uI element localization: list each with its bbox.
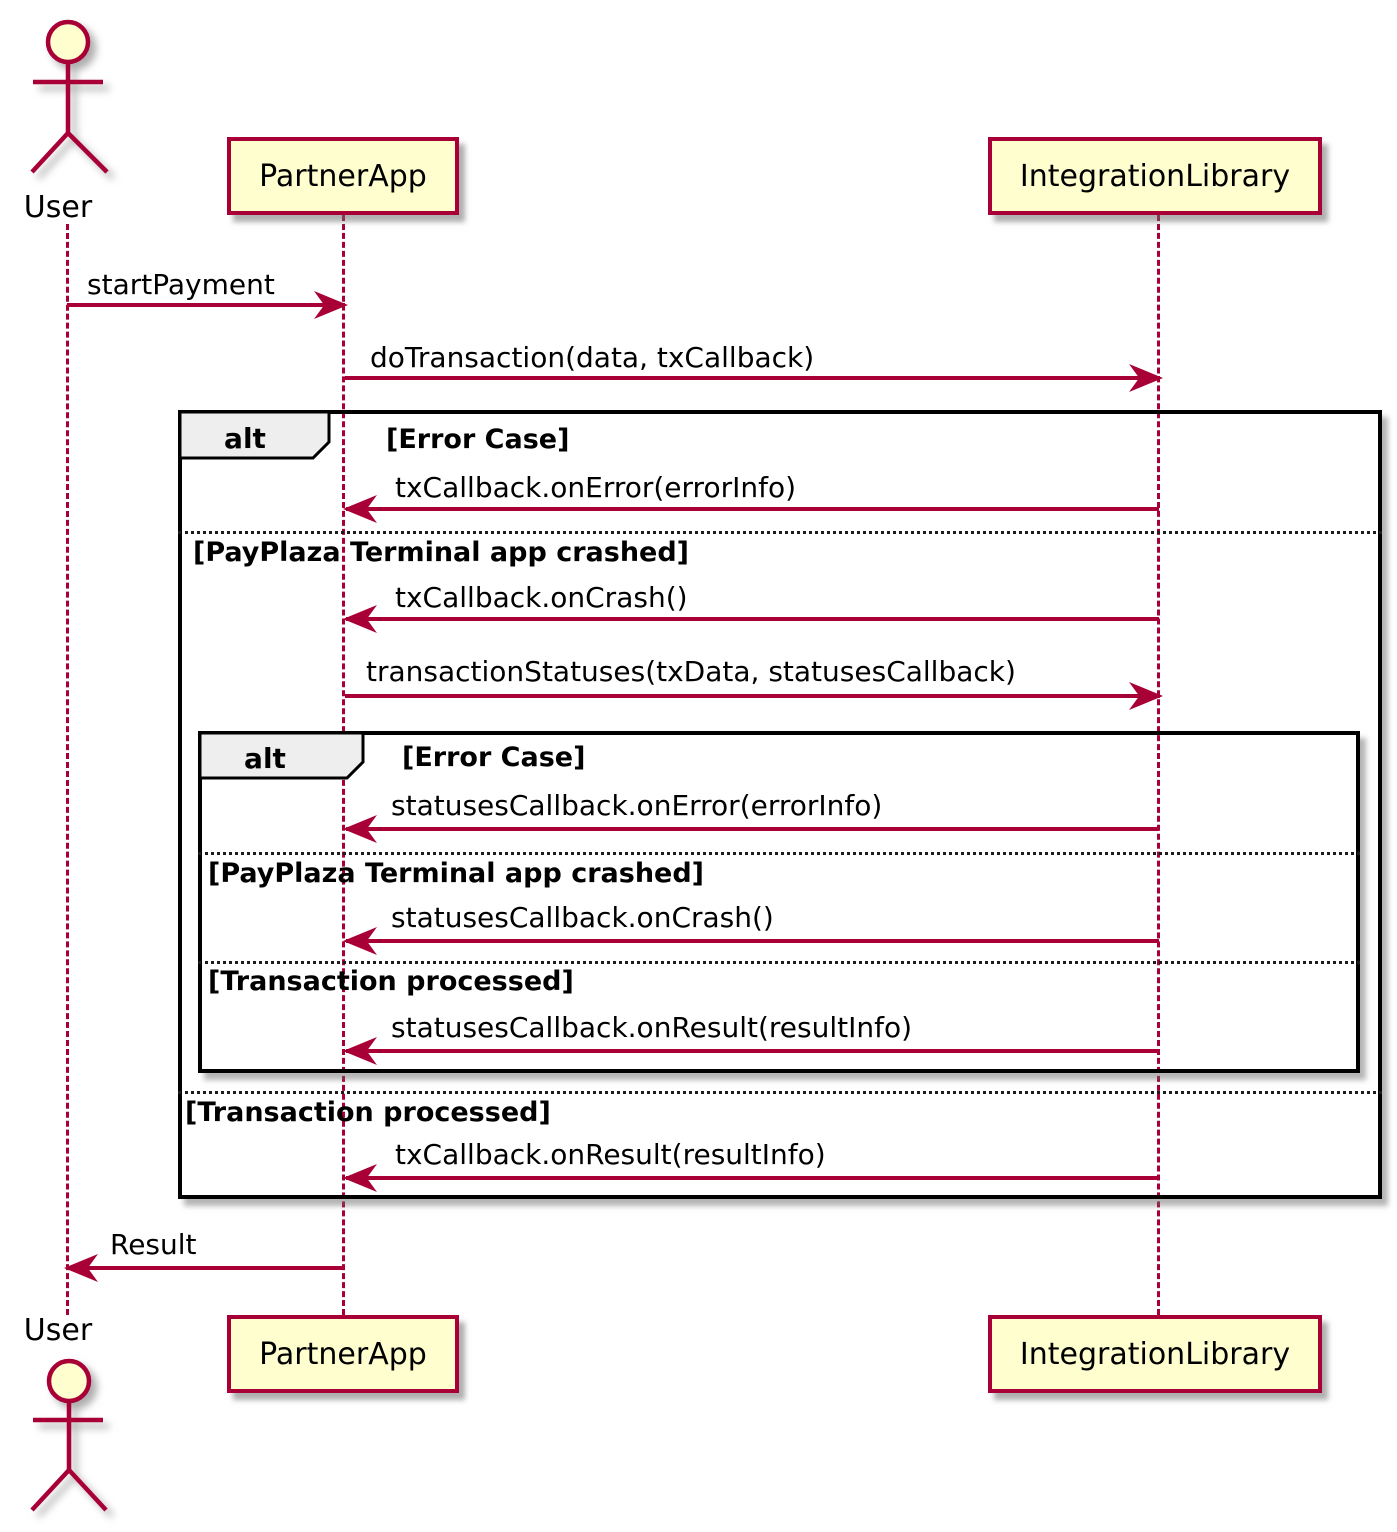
- message-arrow-statuses-oncrash: [343, 927, 1159, 955]
- message-arrow-statuses-onerror: [343, 815, 1159, 843]
- guard-inner-crashed: [PayPlaza Terminal app crashed]: [208, 858, 705, 889]
- message-arrow-transactionstatuses: [345, 682, 1163, 710]
- alt-divider-inner-1: [198, 852, 1360, 855]
- message-arrow-startpayment: [67, 291, 348, 319]
- partnerapp-box-label: PartnerApp: [259, 158, 427, 194]
- alt-operator-tab-inner: [198, 731, 365, 780]
- guard-outer-processed: [Transaction processed]: [185, 1097, 551, 1128]
- message-label-tx-onerror: txCallback.onError(errorInfo): [395, 471, 797, 504]
- message-label-startpayment: startPayment: [87, 268, 275, 301]
- message-label-dotransaction: doTransaction(data, txCallback): [370, 341, 815, 374]
- message-arrow-result: [64, 1254, 343, 1282]
- user-label-bottom: User: [23, 1313, 93, 1348]
- user-lifeline: [66, 224, 69, 1315]
- message-label-statuses-onerror: statusesCallback.onError(errorInfo): [391, 789, 883, 822]
- partnerapp-box-bottom: PartnerApp: [227, 1315, 459, 1393]
- message-label-statuses-oncrash: statusesCallback.onCrash(): [391, 901, 774, 934]
- alt-fragment-outer: [178, 410, 1382, 1199]
- message-arrow-statuses-onresult: [343, 1037, 1159, 1065]
- message-label-transactionstatuses: transactionStatuses(txData, statusesCall…: [366, 655, 1016, 688]
- guard-inner-error-case: [Error Case]: [402, 742, 586, 773]
- user-actor-icon-bottom: [30, 1358, 108, 1512]
- message-arrow-tx-onresult: [343, 1164, 1159, 1192]
- arrowhead-left-icon: [64, 1254, 98, 1282]
- message-arrow-tx-oncrash: [343, 605, 1159, 633]
- guard-outer-crashed: [PayPlaza Terminal app crashed]: [193, 537, 690, 568]
- alt-divider-inner-2: [198, 961, 1360, 964]
- alt-divider-outer-1: [178, 531, 1382, 534]
- guard-outer-error-case: [Error Case]: [386, 424, 570, 455]
- alt-operator-label-outer: alt: [224, 422, 266, 455]
- integrationlibrary-box-top: IntegrationLibrary: [988, 137, 1322, 215]
- guard-inner-processed: [Transaction processed]: [208, 966, 574, 997]
- alt-operator-label-inner: alt: [244, 742, 286, 775]
- message-label-tx-onresult: txCallback.onResult(resultInfo): [395, 1138, 826, 1171]
- partnerapp-box-label: PartnerApp: [259, 1336, 427, 1372]
- alt-divider-outer-2: [178, 1091, 1382, 1094]
- message-label-tx-oncrash: txCallback.onCrash(): [395, 581, 688, 614]
- integrationlibrary-box-label: IntegrationLibrary: [1019, 1336, 1291, 1372]
- user-actor-icon-top: [30, 19, 109, 174]
- alt-operator-tab-outer: [178, 410, 331, 460]
- message-arrow-tx-onerror: [343, 495, 1159, 523]
- integrationlibrary-box-bottom: IntegrationLibrary: [988, 1315, 1322, 1393]
- integrationlibrary-box-label: IntegrationLibrary: [1019, 158, 1291, 194]
- message-label-result: Result: [110, 1228, 197, 1261]
- integrationlibrary-lifeline: [1157, 215, 1160, 1315]
- alt-fragment-inner: [198, 731, 1360, 1073]
- partnerapp-box-top: PartnerApp: [227, 137, 459, 215]
- message-label-statuses-onresult: statusesCallback.onResult(resultInfo): [391, 1011, 913, 1044]
- message-arrow-dotransaction: [345, 364, 1163, 392]
- user-label-top: User: [23, 190, 93, 225]
